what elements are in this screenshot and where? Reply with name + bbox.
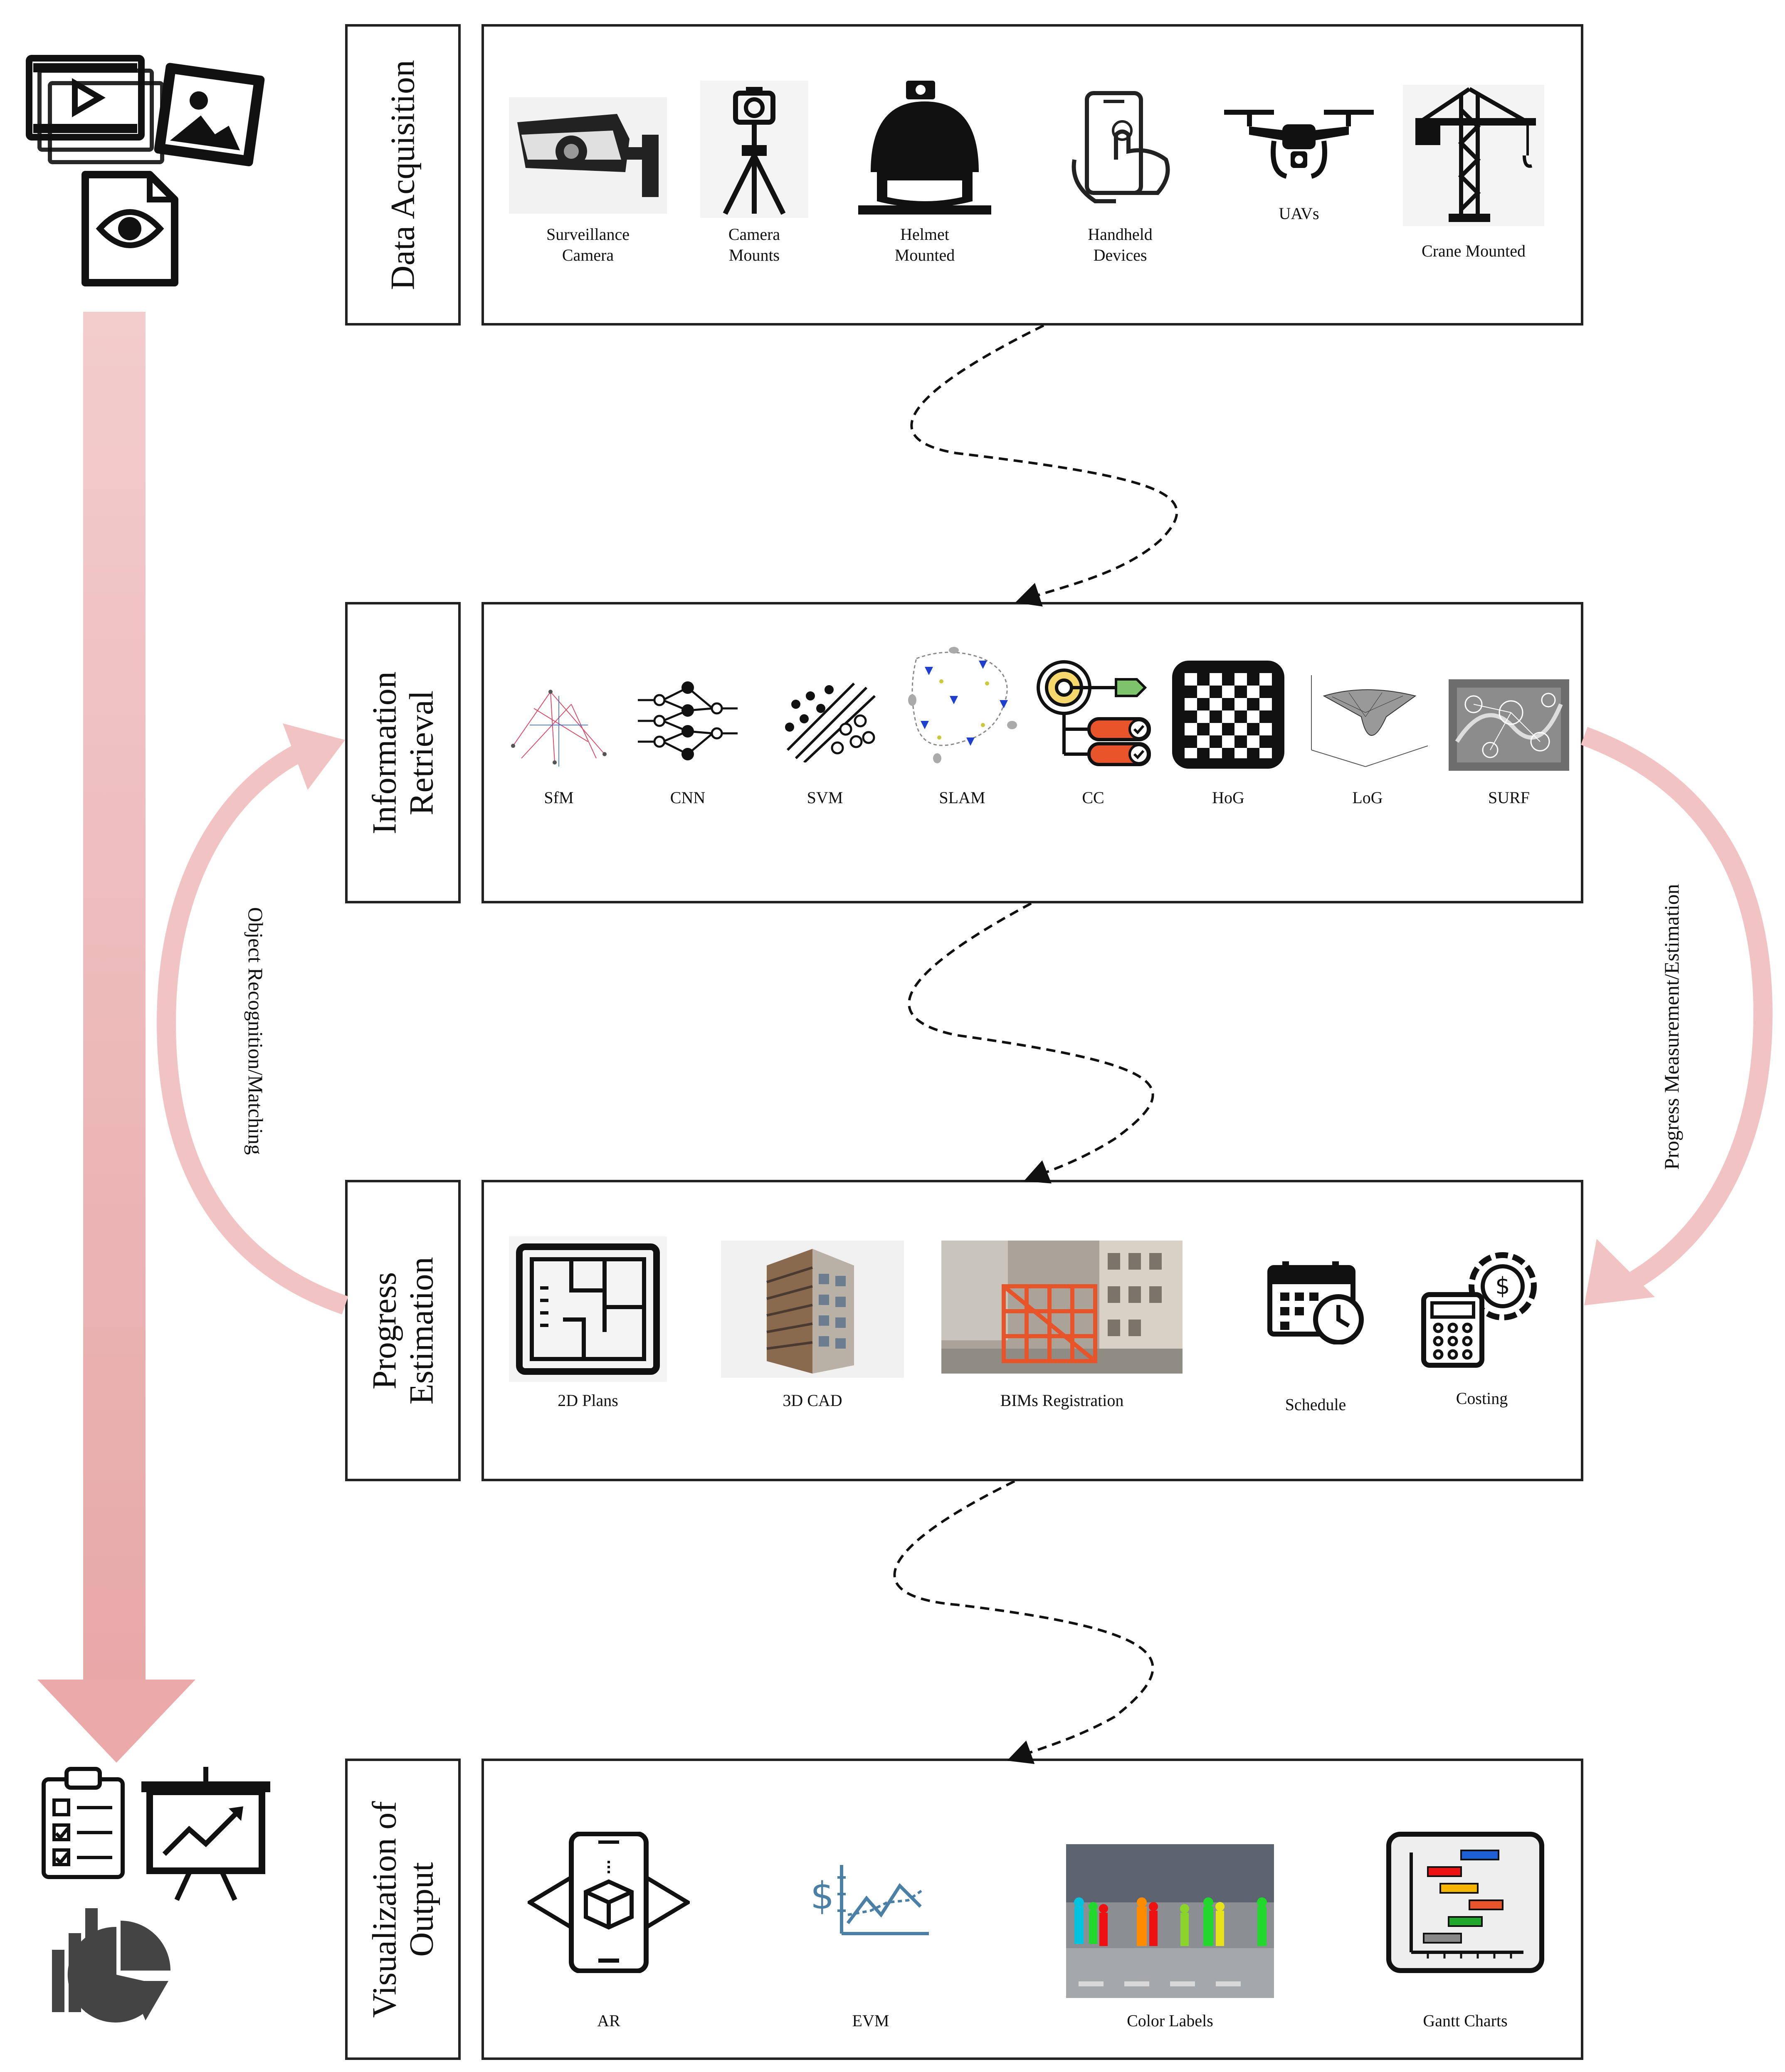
item-label: AR [597, 2011, 620, 2030]
item-camera-mounts: Camera Mounts [692, 81, 817, 289]
item-schedule: Schedule [1249, 1257, 1382, 1428]
item-label: SURF [1488, 788, 1530, 807]
pie-bar-chart-icon [52, 1908, 170, 2023]
costing-calculator-icon: $ [1421, 1252, 1537, 1368]
item-label: Crane Mounted [1422, 242, 1526, 260]
item-label: 2D Plans [558, 1391, 618, 1410]
item-label: Costing [1456, 1389, 1508, 1408]
drone-icon [1224, 110, 1374, 179]
item-label: EVM [852, 2011, 889, 2030]
item-label: CNN [670, 788, 706, 807]
item-label: Surveillance Camera [546, 225, 630, 264]
item-cc: CC [1029, 659, 1158, 821]
item-label: Handheld Devices [1088, 225, 1153, 264]
loop-label-right: Progress Measurement/Estimation [1660, 884, 1683, 1170]
item-crane-mounted: Crane Mounted [1395, 85, 1553, 289]
svg-text:$: $ [810, 1874, 834, 1918]
neural-network-icon [638, 681, 738, 760]
item-label: SfM [544, 788, 574, 807]
item-label: UAVs [1279, 204, 1319, 223]
item-label: 3D CAD [783, 1391, 842, 1410]
stage-label-information-retrieval: Information Retrieval [345, 602, 461, 903]
item-sfm: SfM [505, 679, 613, 821]
item-slam: SLAM [900, 642, 1025, 821]
laplacian-of-gaussian-icon [1311, 675, 1428, 767]
svm-classifier-icon [785, 682, 876, 762]
evm-chart-icon: $ [810, 1865, 929, 1935]
item-label: Camera Mounts [728, 225, 780, 264]
stage-label-progress-estimation: Progress Estimation [345, 1180, 461, 1481]
item-ar: AR [521, 1832, 696, 2035]
item-svm: SVM [771, 679, 879, 821]
document-eye-icon [81, 171, 178, 286]
stage-label-data-acquisition: Data Acquisition [345, 24, 461, 326]
item-label: LoG [1352, 788, 1383, 807]
checklist-icon [42, 1767, 125, 1879]
item-surveillance-camera: Surveillance Camera [509, 97, 667, 289]
item-uavs: UAVs [1224, 101, 1374, 289]
stage-panel-data-acquisition: Surveillance Camera Camera Mounts Helmet… [481, 24, 1583, 326]
item-label: CC [1082, 788, 1104, 807]
item-label: SLAM [939, 788, 985, 807]
handheld-device-icon [1071, 91, 1170, 203]
hog-grid-icon [1172, 661, 1284, 769]
loop-arrow-right [1580, 727, 1773, 1305]
item-gantt-charts: Gantt Charts [1382, 1832, 1548, 2035]
item-label: BIMs Registration [1000, 1391, 1124, 1410]
item-surf: SURF [1444, 679, 1573, 821]
left-flow-arrow [37, 312, 195, 1763]
stage-panel-information-retrieval: SfM CNN SVM [481, 602, 1583, 903]
building-3d-model-icon [721, 1241, 904, 1378]
item-hog: HoG [1166, 659, 1291, 821]
surveillance-camera-icon [509, 97, 667, 214]
color-labels-photo [1066, 1844, 1274, 1998]
item-label: SVM [807, 788, 843, 807]
item-label: HoG [1212, 788, 1244, 807]
item-costing: $ Costing [1411, 1245, 1553, 1428]
item-helmet-mounted: Helmet Mounted [842, 81, 1008, 289]
slam-graph-icon [908, 647, 1017, 763]
item-handheld-devices: Handheld Devices [1033, 89, 1207, 289]
item-label: Helmet Mounted [894, 225, 955, 264]
floor-plan-icon [509, 1236, 667, 1382]
item-label: Gantt Charts [1423, 2011, 1508, 2030]
gantt-chart-icon [1386, 1832, 1544, 1973]
connected-components-icon [1037, 660, 1151, 766]
item-evm: $ EVM [796, 1861, 946, 2035]
schedule-calendar-icon [1267, 1261, 1364, 1344]
presentation-chart-icon [141, 1767, 270, 1901]
loop-arrow-left [156, 723, 348, 1315]
helmet-camera-icon [858, 81, 991, 215]
stage-panel-progress-estimation: 2D Plans 3D CAD BIMs Registration [481, 1180, 1583, 1481]
item-cnn: CNN [634, 679, 742, 821]
item-log: LoG [1299, 667, 1436, 821]
stage-label-visualization-output: Visualization of Output [345, 1759, 461, 2060]
tripod-camera-icon [700, 81, 808, 218]
item-label: Schedule [1285, 1395, 1346, 1414]
surf-features-icon [1449, 679, 1569, 771]
item-color-labels: Color Labels [1058, 1844, 1282, 2035]
item-3d-cad: 3D CAD [721, 1241, 904, 1428]
bim-registration-photo [941, 1241, 1183, 1374]
item-bims-registration: BIMs Registration [937, 1241, 1187, 1428]
augmented-reality-icon [528, 1832, 690, 1973]
video-gallery-icon [26, 55, 265, 166]
item-label: Color Labels [1127, 2011, 1213, 2030]
tower-crane-icon [1403, 85, 1544, 226]
loop-label-left: Object Recognition/Matching [244, 907, 267, 1155]
structure-from-motion-icon [511, 690, 607, 767]
stage-panel-visualization-output: AR $ EVM [481, 1759, 1583, 2060]
item-2d-plans: 2D Plans [505, 1236, 671, 1428]
svg-text:$: $ [1495, 1273, 1510, 1300]
